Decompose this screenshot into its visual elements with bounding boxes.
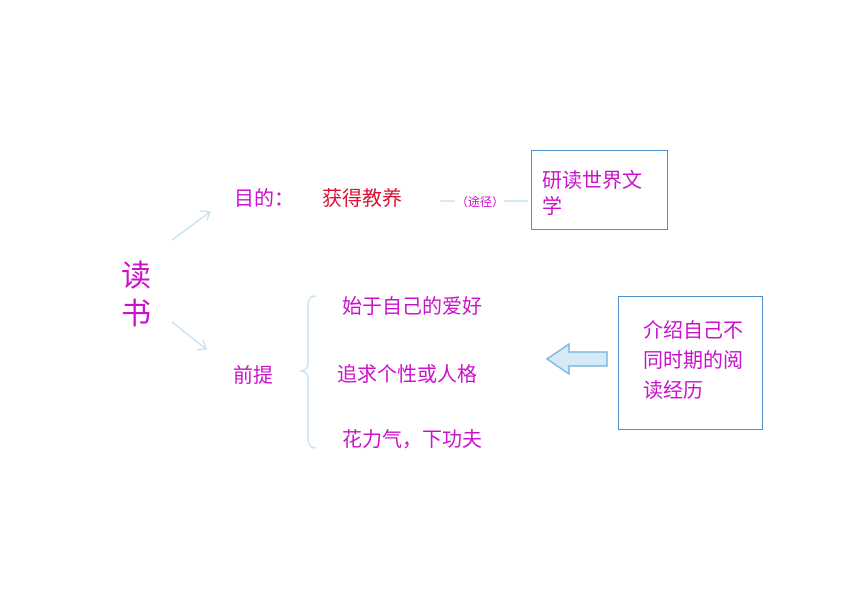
connector-root-to-purpose-arrowhead bbox=[199, 210, 212, 221]
reading-experience-box: 介绍自己不同时期的阅读经历 bbox=[618, 296, 763, 430]
premise-item-hobby: 始于自己的爱好 bbox=[342, 294, 482, 318]
connector-root-to-premise-arrowhead bbox=[196, 339, 208, 351]
connector-root-to-premise bbox=[171, 321, 207, 350]
via-label: （途径） bbox=[456, 195, 505, 209]
root-topic: 读书 bbox=[121, 259, 151, 332]
premise-item-effort: 花力气，下功夫 bbox=[342, 427, 482, 451]
approach-box: 研读世界文学 bbox=[531, 150, 668, 230]
premise-item-personality: 追求个性或人格 bbox=[337, 362, 477, 386]
purpose-label: 目的： bbox=[234, 186, 294, 210]
connector-root-to-purpose bbox=[171, 211, 211, 241]
premise-label: 前提 bbox=[233, 363, 273, 387]
premise-bracket bbox=[299, 295, 317, 449]
left-arrow-icon bbox=[545, 342, 608, 376]
purpose-value: 获得教养 bbox=[322, 186, 402, 210]
